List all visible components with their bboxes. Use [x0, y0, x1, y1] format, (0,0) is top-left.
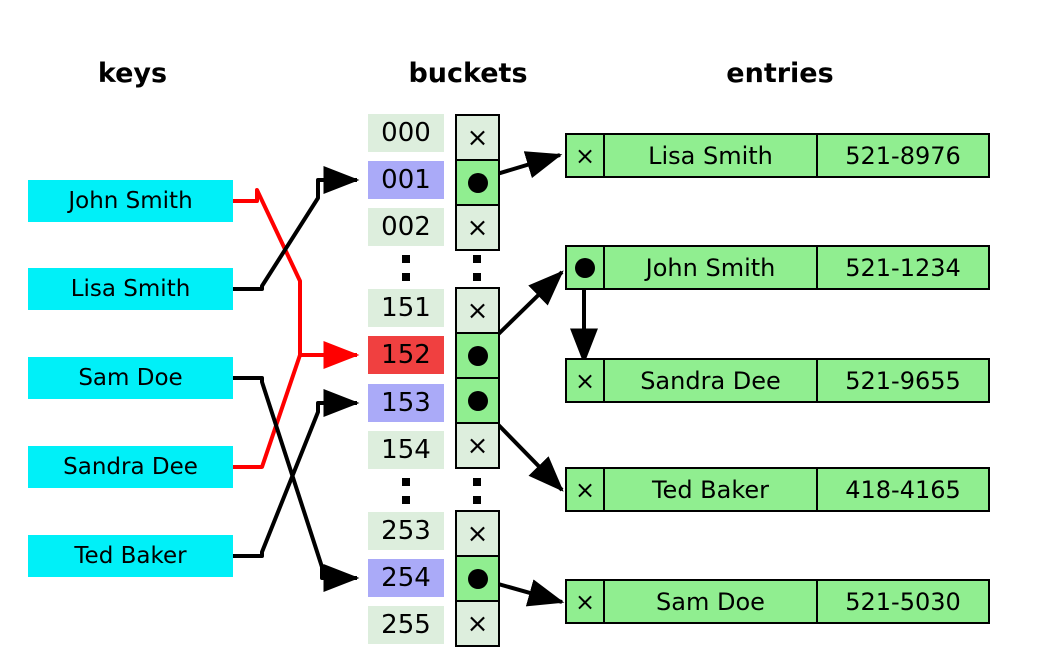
bucket-index-cell[interactable]: 254 — [368, 559, 444, 597]
entry-name-cell: Lisa Smith — [605, 135, 818, 176]
column-header-entries: entries — [726, 58, 834, 89]
key-box[interactable]: Lisa Smith — [28, 268, 233, 310]
entry-row[interactable]: × Lisa Smith 521-8976 — [565, 133, 990, 178]
null-pointer-icon: × — [574, 475, 596, 504]
key-box[interactable]: Ted Baker — [28, 535, 233, 577]
bucket-pointer-cell[interactable] — [455, 159, 500, 206]
pointer-dot-icon — [467, 345, 488, 366]
null-pointer-icon: × — [466, 122, 489, 153]
entry-pointer-cell: × — [567, 469, 605, 510]
line-sandra-dee-to-152 — [233, 354, 302, 469]
bucket-pointer-cell[interactable] — [455, 555, 500, 602]
line-john-smith-to-152 — [233, 188, 360, 369]
pointer-dot-icon — [467, 568, 488, 589]
bucket-index-cell[interactable]: 000 — [368, 114, 444, 152]
bucket-index-ellipsis — [402, 255, 410, 281]
null-pointer-icon: × — [574, 141, 596, 170]
bucket-pointer-cell[interactable]: × — [455, 287, 500, 334]
null-pointer-icon: × — [466, 430, 489, 461]
entry-row[interactable]: John Smith 521-1234 — [565, 245, 990, 290]
line-sam-doe-to-254 — [233, 376, 360, 592]
line-lisa-smith-to-001 — [233, 166, 360, 291]
entry-row[interactable]: × Sam Doe 521-5030 — [565, 579, 990, 624]
bucket-index-cell[interactable]: 255 — [368, 606, 444, 644]
bucket-pointer-cell[interactable]: × — [455, 204, 500, 251]
null-pointer-icon: × — [574, 587, 596, 616]
bucket-pointer-ellipsis — [473, 478, 481, 504]
key-box[interactable]: Sandra Dee — [28, 446, 233, 488]
bucket-pointer-cell[interactable]: × — [455, 600, 500, 647]
entry-row[interactable]: × Sandra Dee 521-9655 — [565, 358, 990, 403]
bucket-index-cell[interactable]: 253 — [368, 512, 444, 550]
bucket-index-cell[interactable]: 001 — [368, 161, 444, 199]
null-pointer-icon: × — [466, 295, 489, 326]
bucket-pointer-cell[interactable] — [455, 377, 500, 424]
bucket-pointer-cell[interactable]: × — [455, 422, 500, 469]
column-header-keys: keys — [97, 58, 168, 89]
entry-row[interactable]: × Ted Baker 418-4165 — [565, 467, 990, 512]
bucket-pointer-cell[interactable]: × — [455, 510, 500, 557]
entry-value-cell: 418-4165 — [845, 475, 961, 504]
bucket-pointer-cell[interactable] — [455, 332, 500, 379]
key-box[interactable]: John Smith — [28, 180, 233, 222]
null-pointer-icon: × — [466, 518, 489, 549]
entry-value-cell: 521-8976 — [845, 141, 961, 170]
bucket-index-cell[interactable]: 002 — [368, 208, 444, 246]
entry-name-cell: Ted Baker — [605, 469, 818, 510]
null-pointer-icon: × — [466, 608, 489, 639]
bucket-pointer-cell[interactable]: × — [455, 114, 500, 161]
entry-value-cell: 521-5030 — [845, 587, 961, 616]
null-pointer-icon: × — [574, 366, 596, 395]
entry-name-cell: John Smith — [605, 247, 818, 288]
bucket-pointer-ellipsis — [473, 255, 481, 281]
bucket-index-ellipsis — [402, 478, 410, 504]
line-ted-baker-to-153 — [233, 389, 360, 558]
bucket-index-cell[interactable]: 154 — [368, 431, 444, 469]
null-pointer-icon: × — [466, 212, 489, 243]
entry-name-cell: Sandra Dee — [605, 360, 818, 401]
pointer-dot-icon — [467, 390, 488, 411]
entry-pointer-cell — [567, 247, 605, 288]
entry-value-cell: 521-1234 — [845, 253, 961, 282]
entry-pointer-cell: × — [567, 135, 605, 176]
column-header-buckets: buckets — [408, 58, 528, 89]
entry-name-cell: Sam Doe — [605, 581, 818, 622]
entry-pointer-cell: × — [567, 360, 605, 401]
entry-value-cell: 521-9655 — [845, 366, 961, 395]
entry-pointer-cell: × — [567, 581, 605, 622]
pointer-dot-icon — [575, 257, 595, 278]
pointer-dot-icon — [467, 172, 488, 193]
bucket-index-cell[interactable]: 153 — [368, 384, 444, 422]
bucket-index-cell[interactable]: 151 — [368, 289, 444, 327]
bucket-index-cell[interactable]: 152 — [368, 336, 444, 374]
key-box[interactable]: Sam Doe — [28, 357, 233, 399]
